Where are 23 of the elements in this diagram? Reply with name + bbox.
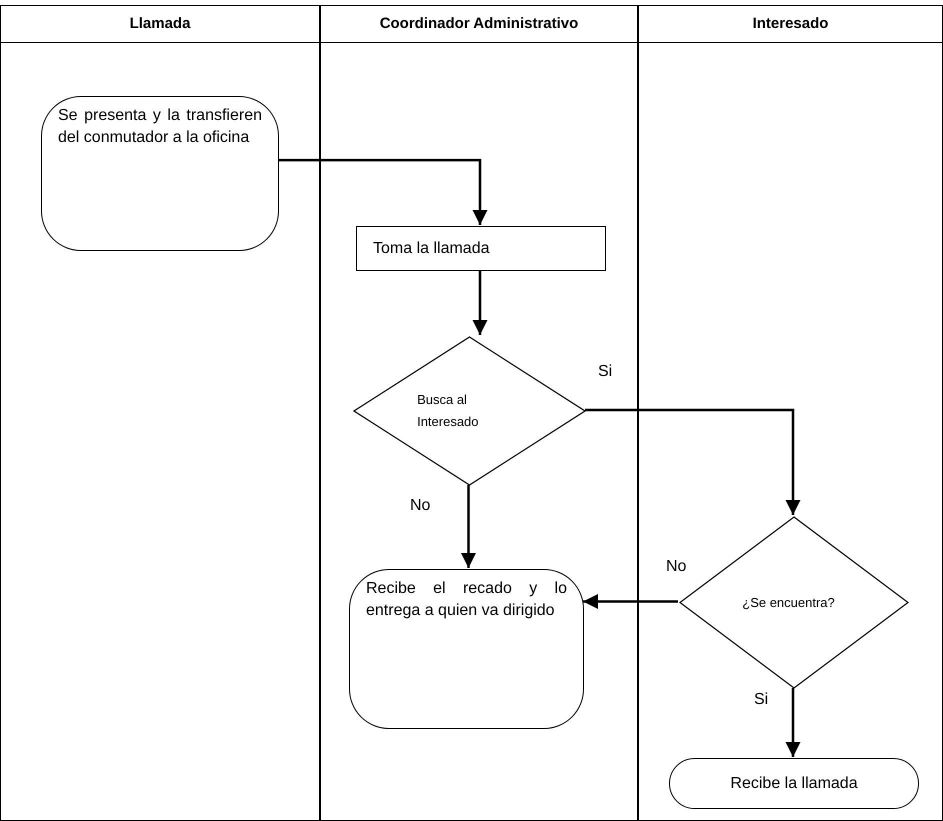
arrow — [472, 270, 488, 335]
decision-text: Busca al Interesado — [417, 391, 480, 431]
terminal-box — [669, 758, 919, 809]
node-text: Se presenta y la transfieren del conmutador a la oficina — [58, 106, 262, 148]
arrow — [585, 408, 800, 515]
node-text: Recibe la llamada — [730, 774, 858, 794]
terminal-box — [349, 569, 584, 729]
decision-diamond — [353, 336, 586, 486]
arrow — [461, 485, 476, 568]
arrow — [278, 158, 488, 225]
lane-header: Interesado — [639, 6, 942, 43]
process-box — [356, 226, 606, 271]
swimlane — [0, 5, 320, 821]
arrow — [583, 594, 678, 609]
terminal-box — [41, 96, 279, 251]
swimlane — [320, 5, 638, 821]
lane-header: Coordinador Administrativo — [321, 6, 637, 43]
lane-header: Llamada — [1, 6, 319, 43]
node-text: Toma la llamada — [373, 238, 490, 258]
swimlane — [638, 5, 943, 821]
node-text: Recibe el recado y lo entrega a quien va dirigido — [366, 579, 567, 621]
decision-text: ¿Se encuentra? — [742, 594, 836, 612]
arrow — [786, 688, 800, 757]
